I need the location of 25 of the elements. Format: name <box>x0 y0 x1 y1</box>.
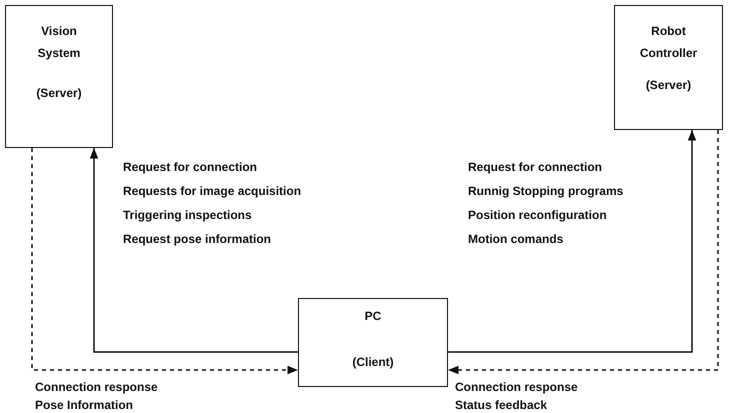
request-label: Runnig Stopping programs <box>468 184 624 198</box>
response-label: Pose Information <box>35 398 134 412</box>
arrow <box>90 148 298 353</box>
server-box <box>5 5 113 148</box>
node-title: PC <box>364 308 382 325</box>
request-label: Motion comands <box>468 232 564 246</box>
request-label: Position reconfiguration <box>468 208 607 222</box>
request-label: Request for connection <box>468 160 602 174</box>
response-label: Connection response <box>455 380 578 394</box>
dashed-arrow <box>448 130 719 374</box>
response-label: Status feedback <box>455 398 548 412</box>
client-box <box>298 298 448 387</box>
response-label: Connection response <box>35 380 158 394</box>
node-role: (Server) <box>36 85 82 102</box>
node-role: (Server) <box>646 77 692 94</box>
server-box <box>614 5 723 130</box>
arrow <box>448 130 696 353</box>
node-title: Vision System <box>36 23 82 62</box>
node-role: (Client) <box>352 354 394 371</box>
request-label: Request pose information <box>123 232 272 246</box>
node-title: Robot Controller <box>638 23 698 62</box>
request-label: Request for connection <box>123 160 258 174</box>
dashed-arrow <box>31 148 298 374</box>
request-label: Requests for image acquisition <box>123 184 302 198</box>
request-label: Triggering inspections <box>123 208 252 222</box>
